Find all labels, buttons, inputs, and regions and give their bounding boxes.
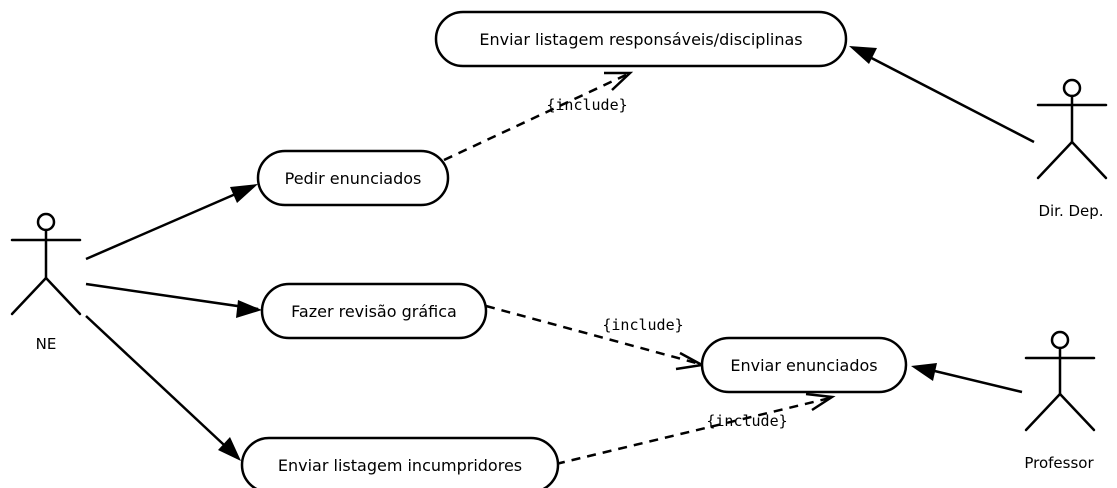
use-case-fazer-revisao-grafica[interactable]: Fazer revisão gráfica <box>260 282 488 340</box>
association-dirdep-responsaveis <box>855 48 1035 144</box>
actor-dir-dep[interactable]: Dir. Dep. <box>1036 78 1108 220</box>
include-dependency-incumpridores-enunciados <box>555 396 831 466</box>
include-dependency-fazer-enunciados <box>485 304 701 366</box>
include-label: {include} <box>546 96 627 114</box>
use-case-label: Fazer revisão gráfica <box>291 302 457 321</box>
association-professor-enunciados <box>917 365 1023 394</box>
include-label: {include} <box>706 412 787 430</box>
use-case-enviar-listagem-responsaveis[interactable]: Enviar listagem responsáveis/disciplinas <box>434 10 848 68</box>
actor-name: Dir. Dep. <box>1038 202 1103 220</box>
use-case-enviar-listagem-incumpridores[interactable]: Enviar listagem incumpridores <box>240 436 560 488</box>
association-ne-incumpridores <box>85 315 239 459</box>
use-case-enviar-enunciados[interactable]: Enviar enunciados <box>700 336 908 394</box>
include-arrowhead-incumpridores-enunciados <box>805 392 836 412</box>
actor-ne[interactable]: NE <box>10 212 82 353</box>
stick-figure-icon <box>1024 330 1096 432</box>
arrowhead-dirdep-responsaveis <box>849 46 877 64</box>
use-case-label: Enviar listagem responsáveis/disciplinas <box>479 30 802 49</box>
actor-professor[interactable]: Professor <box>1024 330 1096 472</box>
arrowhead-professor-enunciados <box>911 363 937 381</box>
stick-figure-icon <box>1036 78 1108 180</box>
arrowhead-ne-incumpridores <box>218 437 241 461</box>
use-case-label: Pedir enunciados <box>285 169 422 188</box>
include-dependency-pedir-responsaveis <box>443 72 629 162</box>
stick-figure-icon <box>10 212 82 316</box>
use-case-label: Enviar listagem incumpridores <box>278 456 522 475</box>
actor-name: Professor <box>1024 454 1094 472</box>
arrowhead-ne-fazer <box>236 300 262 318</box>
arrowhead-ne-pedir <box>230 184 258 203</box>
actor-name: NE <box>36 335 57 353</box>
association-ne-fazer <box>85 282 259 311</box>
use-case-pedir-enunciados[interactable]: Pedir enunciados <box>256 149 450 207</box>
use-case-label: Enviar enunciados <box>730 356 877 375</box>
include-label: {include} <box>602 316 683 334</box>
association-ne-pedir <box>85 184 255 261</box>
include-arrowhead-pedir-responsaveis <box>604 71 634 91</box>
